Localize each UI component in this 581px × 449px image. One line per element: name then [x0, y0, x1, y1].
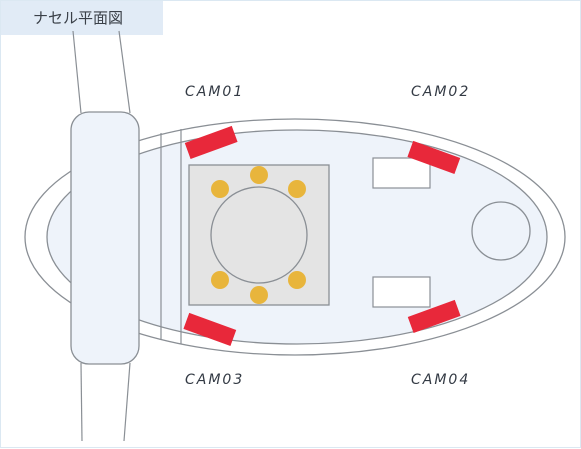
- equipment-box-lower: [372, 276, 431, 308]
- bolt: [211, 271, 229, 289]
- rotor-band: [70, 111, 140, 365]
- camera-label-cam03: CAM03: [185, 372, 245, 388]
- camera-cam04: [407, 299, 461, 334]
- bulkhead-lines: [160, 129, 182, 344]
- diagram-title: ナセル平面図: [1, 1, 163, 35]
- rear-circle: [471, 201, 531, 261]
- camera-cam01: [184, 125, 238, 160]
- bolt: [288, 271, 306, 289]
- camera-label-cam02: CAM02: [411, 84, 471, 100]
- bolt-group: [211, 166, 306, 304]
- camera-label-cam04: CAM04: [411, 372, 471, 388]
- bolt: [250, 166, 268, 184]
- bolt: [250, 286, 268, 304]
- bolt: [288, 180, 306, 198]
- camera-label-cam01: CAM01: [185, 84, 245, 100]
- camera-markers: [183, 125, 461, 347]
- camera-cam03: [183, 312, 237, 347]
- main-shaft-circle: [210, 186, 308, 284]
- equipment-box-upper: [372, 157, 431, 189]
- tower-lines: [72, 30, 131, 442]
- camera-cam02: [407, 140, 461, 175]
- bolt: [211, 180, 229, 198]
